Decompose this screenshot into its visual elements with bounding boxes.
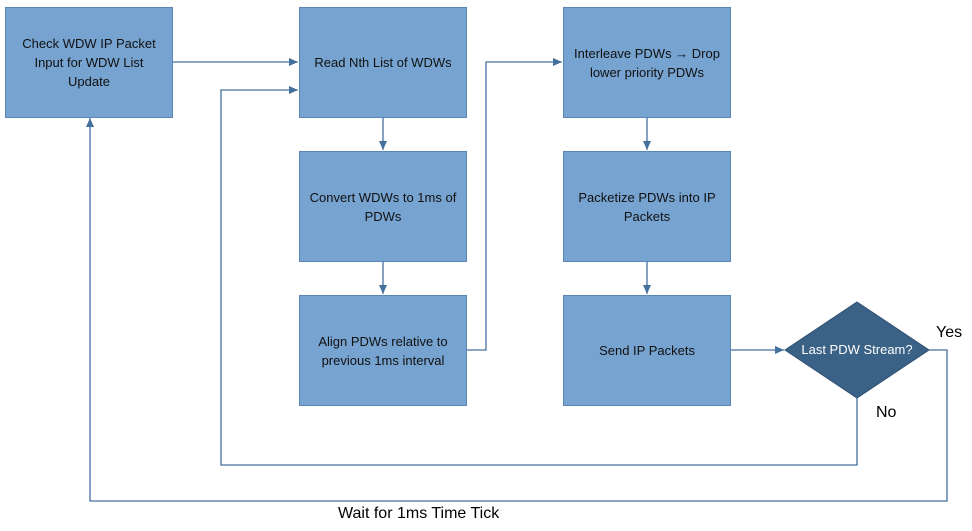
yes-label: Yes: [936, 324, 963, 341]
step-check-input-label: Check WDW IP Packet Input for WDW List U…: [22, 36, 156, 89]
step-send: Send IP Packets: [563, 295, 731, 406]
step-interleave: Interleave PDWs → Drop lower priority PD…: [563, 7, 731, 118]
no-label: No: [876, 404, 897, 421]
arrow-yes-loop-to-check: [86, 118, 948, 502]
step-align-label: Align PDWs relative to previous 1ms inte…: [318, 333, 448, 368]
step-interleave-label: Interleave PDWs → Drop lower priority PD…: [574, 45, 720, 80]
step-read-list-label: Read Nth List of WDWs: [314, 55, 452, 70]
decision-diamond: [784, 301, 930, 399]
arrow-no-loop-to-read: [220, 86, 858, 466]
step-convert-label: Convert WDWs to 1ms of PDWs: [309, 189, 457, 224]
step-packetize-label: Packetize PDWs into IP Packets: [578, 189, 716, 224]
step-convert: Convert WDWs to 1ms of PDWs: [299, 151, 467, 262]
step-align: Align PDWs relative to previous 1ms inte…: [299, 295, 467, 406]
loop-label: Wait for 1ms Time Tick: [338, 505, 500, 522]
step-send-label: Send IP Packets: [599, 343, 695, 358]
step-check-input: Check WDW IP Packet Input for WDW List U…: [5, 7, 173, 118]
arrow-align-to-interleave: [467, 58, 562, 351]
step-read-list: Read Nth List of WDWs: [299, 7, 467, 118]
decision-question: Last PDW Stream?: [801, 342, 913, 357]
step-packetize: Packetize PDWs into IP Packets: [563, 151, 731, 262]
